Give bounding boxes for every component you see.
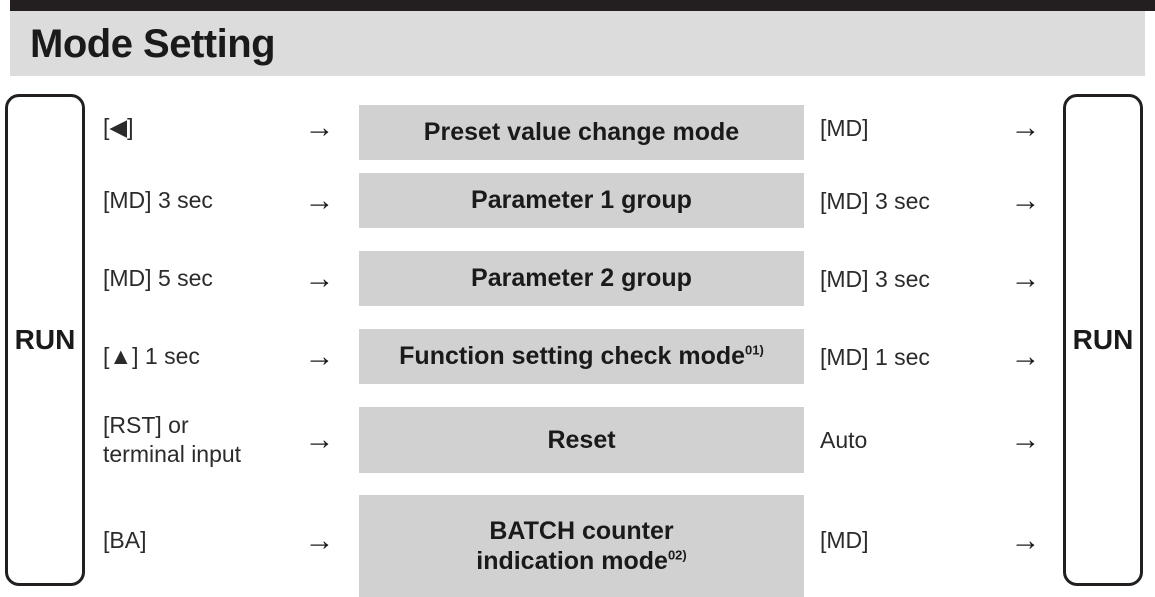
arrow-right-icon: → bbox=[304, 111, 335, 144]
arrow-right-icon: → bbox=[1010, 523, 1041, 557]
arrow-right-icon: → bbox=[304, 340, 335, 373]
arrow-right-icon: → bbox=[304, 262, 335, 295]
arrow-right-icon: → bbox=[1010, 111, 1041, 144]
return-arrow-icon: → bbox=[998, 396, 1053, 484]
forward-arrow-icon: → bbox=[292, 396, 347, 484]
mode-name-box: Parameter 2 group bbox=[359, 251, 804, 306]
mode-name-box: Reset bbox=[359, 407, 804, 473]
return-arrow-icon: → bbox=[998, 240, 1053, 318]
arrow-right-icon: → bbox=[1010, 340, 1041, 373]
forward-arrow-icon: → bbox=[292, 240, 347, 318]
return-condition-label: [MD] bbox=[820, 94, 995, 162]
mode-name-box: Function setting check mode01) bbox=[359, 329, 804, 384]
mode-name-box: Parameter 1 group bbox=[359, 173, 804, 228]
arrow-right-icon: → bbox=[304, 523, 335, 557]
mode-transition-row: [MD] 5 sec → Parameter 2 group [MD] 3 sec → bbox=[0, 240, 1155, 318]
return-condition-text: [MD] 1 sec bbox=[820, 343, 930, 370]
return-condition-text: [MD] bbox=[820, 114, 869, 141]
mode-name-text: Parameter 1 group bbox=[471, 186, 692, 215]
return-condition-label: [MD] 1 sec bbox=[820, 318, 995, 396]
return-arrow-icon: → bbox=[998, 162, 1053, 240]
return-condition-text: Auto bbox=[820, 426, 868, 453]
trigger-key-text: [BA] bbox=[103, 526, 147, 553]
top-black-rule bbox=[10, 0, 1155, 11]
trigger-key-label: [▲] 1 sec bbox=[103, 318, 288, 396]
arrow-right-icon: → bbox=[1010, 262, 1041, 295]
arrow-right-icon: → bbox=[304, 423, 335, 456]
forward-arrow-icon: → bbox=[292, 162, 347, 240]
trigger-key-label: [BA] bbox=[103, 484, 288, 597]
run-state-box-left: RUN bbox=[5, 94, 85, 586]
mode-footnote-marker: 01) bbox=[745, 342, 764, 358]
return-condition-label: [MD] 3 sec bbox=[820, 240, 995, 318]
return-arrow-icon: → bbox=[998, 484, 1053, 597]
mode-name-text: Parameter 2 group bbox=[471, 264, 692, 293]
run-label-left: RUN bbox=[14, 324, 76, 355]
forward-arrow-icon: → bbox=[292, 318, 347, 396]
return-condition-label: Auto bbox=[820, 396, 995, 484]
mode-name-text: Function setting check mode01) bbox=[399, 342, 764, 371]
return-condition-text: [MD] bbox=[820, 527, 869, 553]
run-state-box-right: RUN bbox=[1063, 94, 1143, 586]
trigger-key-label: [MD] 3 sec bbox=[103, 162, 288, 240]
mode-transition-row: [MD] 3 sec → Parameter 1 group [MD] 3 sec → bbox=[0, 162, 1155, 240]
trigger-key-label: [MD] 5 sec bbox=[103, 240, 288, 318]
page-title: Mode Setting bbox=[30, 21, 276, 66]
forward-arrow-icon: → bbox=[292, 484, 347, 597]
return-arrow-icon: → bbox=[998, 94, 1053, 162]
arrow-right-icon: → bbox=[1010, 184, 1041, 217]
mode-footnote-marker: 02) bbox=[667, 547, 687, 563]
trigger-key-label: [◀] bbox=[103, 94, 288, 162]
return-condition-text: [MD] 3 sec bbox=[820, 187, 930, 214]
mode-transition-row: [▲] 1 sec → Function setting check mode01)… bbox=[0, 318, 1155, 396]
run-label-right: RUN bbox=[1072, 324, 1134, 355]
return-condition-label: [MD] 3 sec bbox=[820, 162, 995, 240]
header-band bbox=[10, 11, 1145, 76]
arrow-right-icon: → bbox=[304, 184, 335, 217]
trigger-key-text: [◀] bbox=[103, 114, 134, 141]
forward-arrow-icon: → bbox=[292, 94, 347, 162]
return-arrow-icon: → bbox=[998, 318, 1053, 396]
mode-name-text: Preset value change mode bbox=[423, 118, 740, 147]
mode-name-text: Reset bbox=[547, 425, 616, 454]
mode-transition-row: [◀] → Preset value change mode [MD] → bbox=[0, 94, 1155, 162]
trigger-key-text: [▲] 1 sec bbox=[103, 343, 200, 370]
return-condition-label: [MD] bbox=[820, 484, 995, 597]
trigger-key-text: [MD] 3 sec bbox=[103, 187, 213, 214]
trigger-key-text: [MD] 5 sec bbox=[103, 265, 213, 292]
arrow-right-icon: → bbox=[1010, 423, 1041, 456]
mode-name-box: Preset value change mode bbox=[359, 105, 804, 160]
return-condition-text: [MD] 3 sec bbox=[820, 265, 930, 292]
mode-transition-rows: [◀]→Preset value change mode[MD]→[MD] 3 … bbox=[0, 94, 1155, 597]
